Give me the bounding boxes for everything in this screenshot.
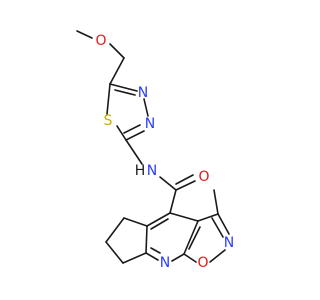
bond-c3-methyl [213, 189, 219, 215]
atom-carbonyl-oxygen: O [198, 169, 209, 185]
bond-methyl-methoxy-o [76, 30, 93, 39]
bond-nh-carbonyl-c [159, 176, 177, 191]
bond-s-c2 [116, 125, 127, 141]
bond-c7a-c3a [183, 220, 199, 255]
bond-methoxy-o-ch2 [109, 43, 125, 59]
molecule-structure: O S N N N H O N O N [76, 30, 234, 271]
bond-c5-s [106, 83, 111, 115]
bond-c5-c6 [105, 217, 125, 243]
atom-pyridine-nitrogen: N [160, 255, 170, 271]
bond-c4a-c8a [145, 225, 148, 254]
bond-ch2-c5 [109, 57, 125, 85]
bond-carbonyl-co-double [175, 174, 194, 185]
bond-o-c7a [183, 253, 197, 263]
bond-c5-n4-double [114, 89, 136, 96]
atom-thiadiazole-nitrogen-4: N [138, 85, 148, 101]
atom-thiadiazole-sulfur: S [104, 113, 113, 129]
atom-amide-hydrogen: H [135, 163, 146, 179]
bond-c5-n4 [109, 83, 138, 92]
atom-labels-group: O S N N N H O N O N [95, 33, 234, 271]
molecule-canvas: O S N N N H O N O N [76, 30, 235, 271]
bond-n4-n3 [143, 98, 149, 117]
bond-c8a-n [145, 252, 159, 261]
bond-c6-c7 [105, 241, 124, 264]
bond-c2-nh [125, 139, 143, 165]
bond-carbonyl-c4 [169, 189, 177, 214]
bond-c3a-c3 [197, 213, 219, 222]
bond-carbonyl-co [175, 180, 196, 191]
atom-amide-nitrogen: N [147, 163, 157, 179]
atom-isoxazole-oxygen: O [197, 255, 208, 271]
bond-c3-n [217, 213, 230, 235]
bond-c3-n-double [211, 217, 224, 238]
bond-n-o [209, 249, 226, 263]
bond-c4a-c5 [123, 217, 148, 227]
bond-n3-c2-double [123, 124, 141, 134]
bonds-group [76, 30, 230, 264]
atom-methoxy-oxygen: O [95, 33, 106, 49]
bond-c4-c3a [169, 212, 199, 222]
bond-c7a-c3a-double [188, 226, 201, 250]
bond-c7-c8a [122, 252, 147, 264]
bond-n-c7a [171, 253, 185, 262]
atom-thiadiazole-nitrogen-3: N [145, 116, 155, 132]
bond-n3-c2 [125, 130, 145, 141]
bond-c4-c4a-double [150, 218, 169, 230]
atom-isoxazole-nitrogen: N [224, 235, 234, 251]
bond-c8a-n-double [150, 247, 161, 254]
bond-c4-c4a [146, 212, 171, 227]
